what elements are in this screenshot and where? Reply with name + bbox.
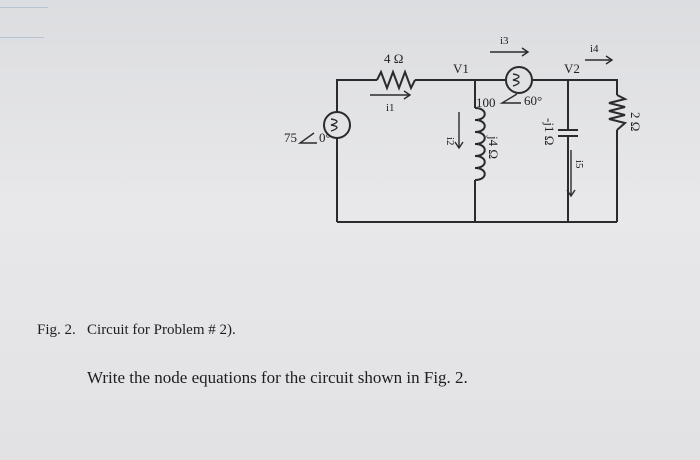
ruling-line-1 xyxy=(0,7,48,8)
node-v1-label: V1 xyxy=(453,61,469,76)
current-i3-label: i3 xyxy=(500,35,509,47)
figure-caption-text: Circuit for Problem # 2). xyxy=(87,322,236,338)
wire-left-branch xyxy=(336,79,377,222)
current-i2-arrow xyxy=(454,112,464,150)
circuit-diagram: 4 Ω 75 0° 100 60° V1 V2 j4 Ω -j1 Ω 2 xyxy=(284,35,643,223)
wire-top-v2 xyxy=(533,79,618,95)
ruling-line-2 xyxy=(0,37,44,38)
source-left-angle: 0° xyxy=(319,130,331,145)
voltage-source-left xyxy=(323,111,351,139)
source-top-angle: 60° xyxy=(524,93,542,108)
inductor-label: j4 Ω xyxy=(486,135,501,159)
source-left-angle-icon xyxy=(297,132,317,144)
figure-caption: Fig. 2. Circuit for Problem # 2). xyxy=(37,322,236,339)
problem-statement: Write the node equations for the circuit… xyxy=(87,368,468,387)
source-top-angle-icon xyxy=(499,93,521,104)
current-i1-label: i1 xyxy=(386,102,395,114)
resistor-4ohm xyxy=(376,69,416,91)
voltage-source-top xyxy=(505,66,533,94)
resistor-4ohm-label: 4 Ω xyxy=(384,51,403,66)
resistor-2ohm xyxy=(608,94,628,131)
wires xyxy=(336,79,618,223)
source-left-magnitude: 75 xyxy=(284,130,297,145)
resistor-2ohm-label: 2 Ω xyxy=(628,112,643,131)
source-top-magnitude: 100 xyxy=(476,95,496,110)
capacitor-minus-j1 xyxy=(558,129,578,137)
current-i3-arrow xyxy=(490,47,530,57)
node-v2-label: V2 xyxy=(564,61,580,76)
current-i2-label: i2 xyxy=(444,137,456,146)
current-i4-arrow xyxy=(585,55,614,65)
capacitor-label: -j1 Ω xyxy=(542,118,557,145)
current-i5-arrow xyxy=(566,150,576,198)
inductor-j4 xyxy=(474,107,486,181)
current-i5-label: i5 xyxy=(573,160,585,169)
figure-number: Fig. 2. xyxy=(37,322,76,338)
current-i4-label: i4 xyxy=(590,43,599,55)
current-i1-arrow xyxy=(370,90,412,100)
